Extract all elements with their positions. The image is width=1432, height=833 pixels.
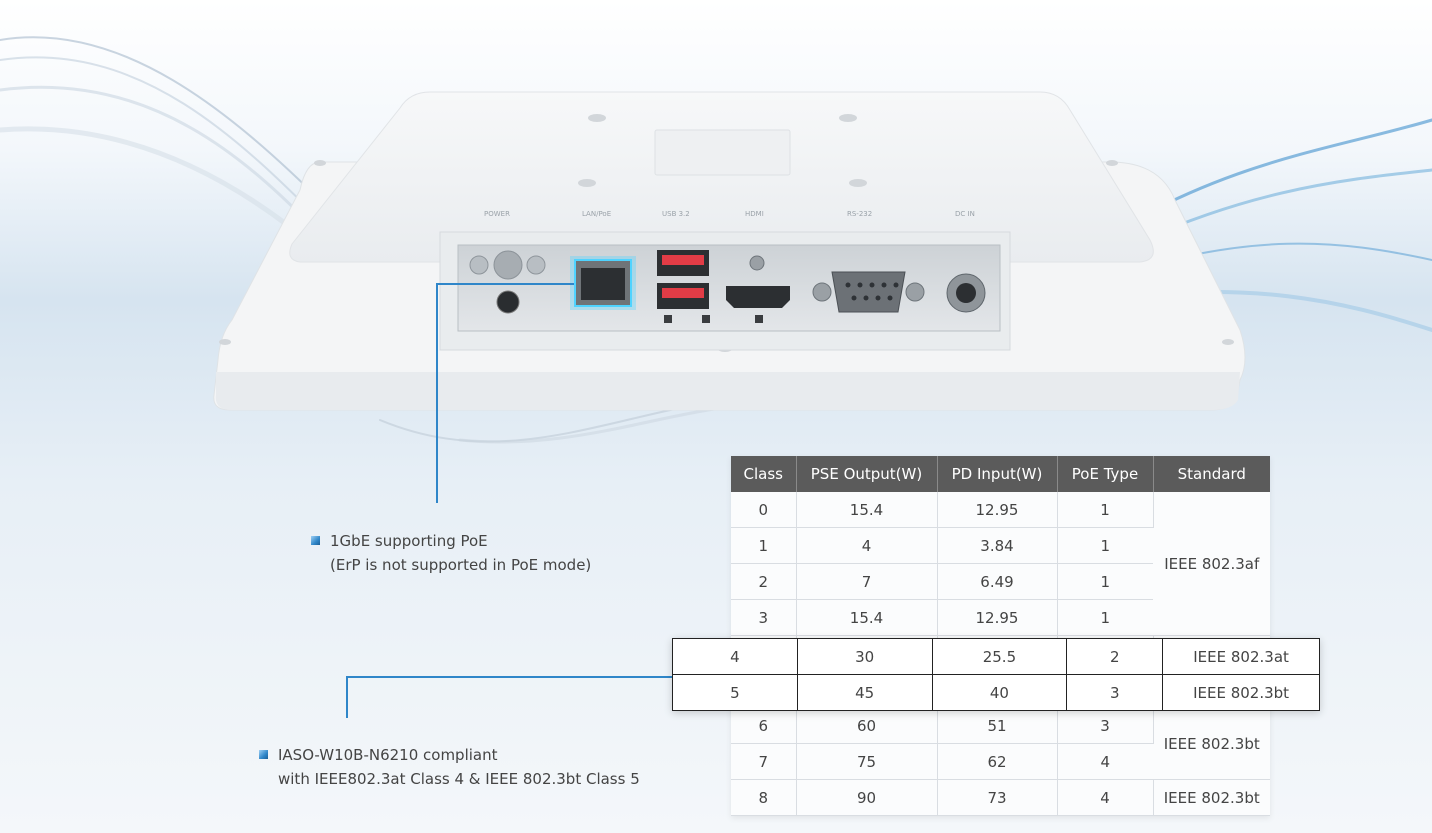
table-cell: 15.4	[796, 599, 938, 636]
table-cell: 3	[731, 599, 797, 636]
callout-line-lan-vertical	[436, 283, 438, 503]
table-cell: 51	[937, 708, 1058, 744]
table-cell: 2	[731, 563, 797, 600]
port-label-rs232: RS-232	[847, 210, 873, 218]
note-lan-poe-line1: 1GbE supporting PoE	[330, 532, 488, 550]
callout-line-lan-horizontal	[436, 283, 574, 285]
table-cell: 75	[796, 743, 938, 780]
note-compliance-line2: with IEEE802.3at Class 4 & IEEE 802.3bt …	[278, 770, 640, 788]
bullet-icon	[311, 536, 320, 545]
table-cell: 4	[1057, 779, 1154, 816]
table-cell: 15.4	[796, 492, 938, 528]
table-row: 0 15.4 12.95 1 IEEE 802.3af	[731, 492, 1270, 636]
table-cell: 3	[1057, 708, 1154, 744]
port-label-usb: USB 3.2	[662, 210, 690, 218]
standard-af-cell: IEEE 802.3af	[1153, 492, 1270, 636]
table-cell: 1	[1057, 492, 1154, 528]
table-cell: 2	[1066, 638, 1164, 675]
table-cell: 12.95	[937, 492, 1058, 528]
header-pse-output: PSE Output(W)	[796, 456, 938, 492]
table-cell: 25.5	[931, 638, 1068, 675]
table-cell: 30	[796, 638, 933, 675]
note-compliance: IASO-W10B-N6210 compliant with IEEE802.3…	[259, 743, 640, 791]
highlight-row-class-4: 4 30 25.5 2 IEEE 802.3at	[672, 638, 1320, 675]
port-label-hdmi: HDMI	[745, 210, 764, 218]
table-cell: 8	[731, 779, 797, 816]
table-cell: 12.95	[937, 599, 1058, 636]
table-cell: 45	[796, 674, 933, 711]
table-cell: 6.49	[937, 563, 1058, 600]
header-standard: Standard	[1153, 456, 1270, 492]
table-cell: 62	[937, 743, 1058, 780]
header-class: Class	[731, 456, 797, 492]
port-label-dcin: DC IN	[955, 210, 975, 218]
header-poe-type: PoE Type	[1057, 456, 1154, 492]
table-cell: IEEE 802.3at	[1162, 638, 1320, 675]
table-header-row: Class PSE Output(W) PD Input(W) PoE Type…	[731, 456, 1270, 492]
table-row: 8 90 73 4 IEEE 802.3bt	[731, 779, 1270, 816]
highlight-row-class-5: 5 45 40 3 IEEE 802.3bt	[672, 674, 1320, 711]
poe-class-table: Class PSE Output(W) PD Input(W) PoE Type…	[731, 456, 1270, 816]
table-cell: 73	[937, 779, 1058, 816]
table-cell: 4	[796, 527, 938, 564]
table-cell: 1	[1057, 527, 1153, 564]
note-lan-poe-line2: (ErP is not supported in PoE mode)	[330, 556, 592, 574]
table-cell: 1	[1057, 599, 1153, 636]
table-row: 6 60 51 3 IEEE 802.3bt	[731, 708, 1270, 780]
callout-line-compliance-vertical	[346, 676, 348, 718]
table-row: 1 4 3.84 1	[731, 527, 1270, 564]
standard-bt-single-cell: IEEE 802.3bt	[1153, 779, 1270, 816]
table-cell: 3	[1066, 674, 1164, 711]
table-cell: 0	[731, 492, 797, 528]
table-cell: 3.84	[937, 527, 1058, 564]
table-cell: 7	[731, 743, 797, 780]
table-row: 7 75 62 4	[731, 743, 1270, 780]
table-cell: 4	[672, 638, 798, 675]
table-cell: IEEE 802.3bt	[1162, 674, 1320, 711]
table-cell: 4	[1057, 743, 1153, 780]
table-row: 3 15.4 12.95 1	[731, 599, 1270, 636]
table-row: 2 7 6.49 1	[731, 563, 1270, 600]
standard-bt-group-cell: IEEE 802.3bt	[1153, 708, 1270, 780]
table-cell: 1	[1057, 563, 1153, 600]
table-cell: 90	[796, 779, 938, 816]
bullet-icon	[259, 750, 268, 759]
table-cell: 40	[931, 674, 1068, 711]
highlighted-class-rows: 4 30 25.5 2 IEEE 802.3at 5 45 40 3 IEEE …	[672, 638, 1320, 711]
table-cell: 1	[731, 527, 797, 564]
note-compliance-line1: IASO-W10B-N6210 compliant	[278, 746, 498, 764]
table-cell: 60	[796, 708, 938, 744]
note-lan-poe: 1GbE supporting PoE (ErP is not supporte…	[311, 529, 591, 577]
table-cell: 7	[796, 563, 938, 600]
port-label-lan: LAN/PoE	[582, 210, 612, 218]
table-cell: 5	[672, 674, 798, 711]
header-pd-input: PD Input(W)	[937, 456, 1058, 492]
port-label-power: POWER	[484, 210, 510, 218]
table-cell: 6	[731, 708, 797, 744]
callout-line-compliance-horizontal	[346, 676, 672, 678]
